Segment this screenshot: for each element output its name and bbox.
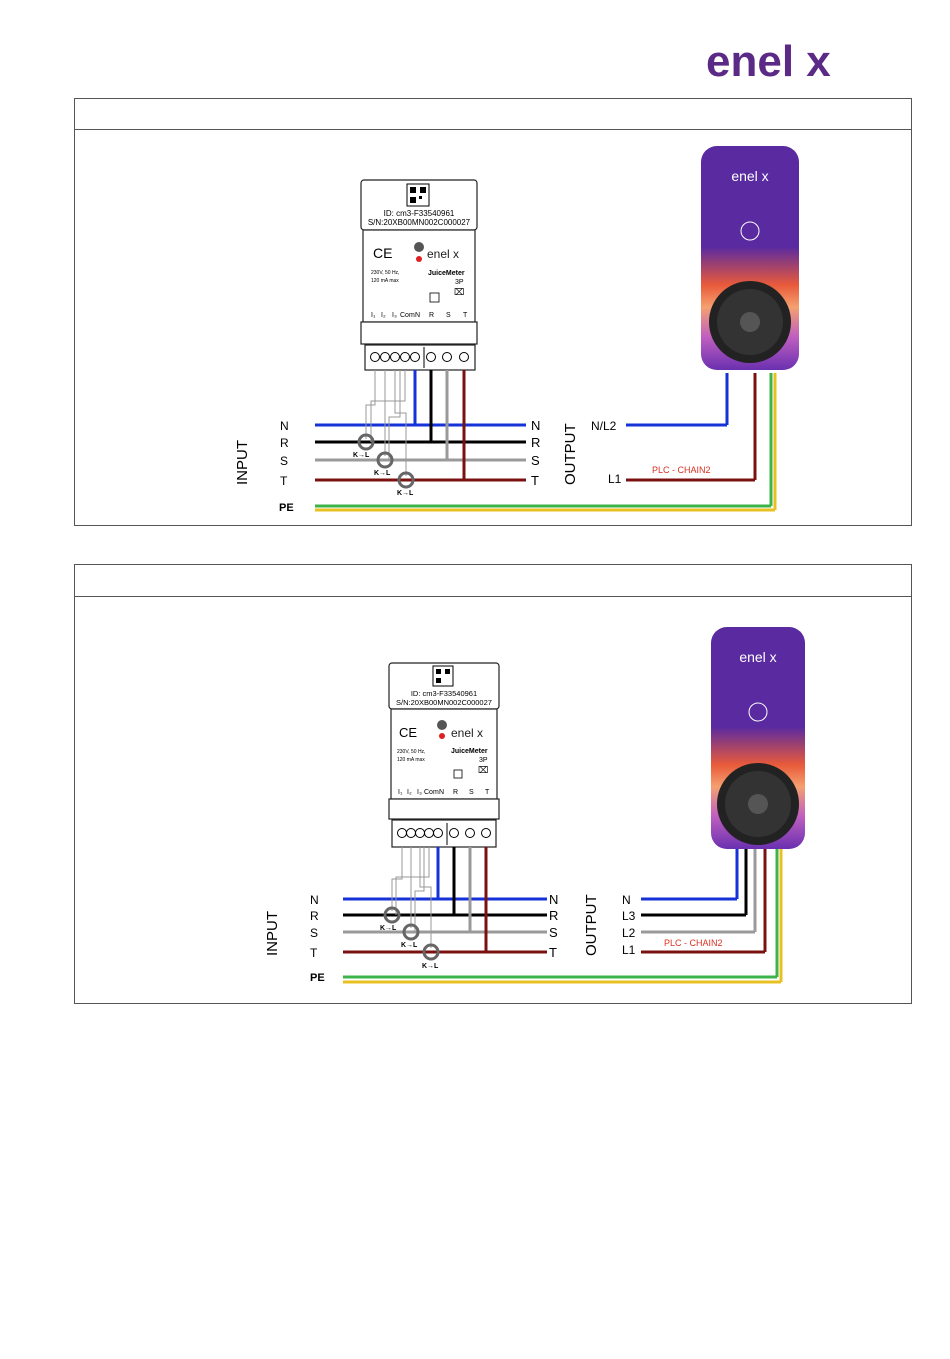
- input-label-n: N: [280, 419, 289, 433]
- current-transformer-s: [376, 451, 394, 469]
- terminal-label: R: [429, 312, 434, 319]
- terminal-label: I₃: [417, 789, 422, 796]
- output-label-r: R: [531, 435, 540, 450]
- meter-current: 120 mA max: [397, 757, 425, 763]
- terminal-label: I₁: [398, 789, 403, 796]
- weee-icon: ⌧: [478, 765, 488, 775]
- service-button-icon: [414, 242, 424, 252]
- meter-id: ID: cm3-F33540961: [411, 689, 477, 698]
- enel-x-logo: enel x: [706, 37, 876, 86]
- input-label-n: N: [310, 893, 319, 907]
- double-insulation-icon: [453, 769, 463, 779]
- wiring-diagram-1: ID: cm3-F33540961 S/N:20XB00MN002C000027…: [234, 146, 799, 514]
- current-transformer-t: [422, 943, 440, 961]
- rfid-icon: [740, 221, 760, 241]
- plc-chain2-label: PLC - CHAIN2: [652, 465, 711, 475]
- input-label-pe: PE: [310, 972, 325, 984]
- ct-direction-label: K→L: [422, 963, 439, 970]
- charger-label-l2: L2: [622, 926, 636, 940]
- meter-brand: enel x: [451, 726, 483, 740]
- led-indicator-icon: [416, 256, 422, 262]
- input-label-pe: PE: [279, 502, 294, 514]
- terminal-label: T: [463, 312, 468, 319]
- terminal-label: R: [453, 789, 458, 796]
- double-insulation-icon: [429, 292, 440, 303]
- phase-badge: 3P: [455, 279, 464, 286]
- terminal-label: T: [485, 789, 490, 796]
- rfid-icon: [748, 702, 768, 722]
- charger-label-l1: L1: [622, 943, 636, 957]
- wiring-panel-three-phase: ID: cm3-F33540961 S/N:20XB00MN002C000027…: [74, 564, 912, 1004]
- input-label-s: S: [280, 454, 288, 468]
- juicebox-charger: enel x: [701, 146, 799, 370]
- ct-direction-label: K→L: [353, 452, 370, 459]
- output-label-t: T: [549, 945, 557, 960]
- output-label-s: S: [549, 925, 558, 940]
- meter-model: JuiceMeter: [451, 748, 488, 755]
- current-transformer-r: [383, 906, 401, 924]
- current-transformer-t: [397, 471, 415, 489]
- charger-brand: enel x: [731, 168, 768, 184]
- output-label-t: T: [531, 473, 539, 488]
- wiring-panel-single-phase: ID: cm3-F33540961 S/N:20XB00MN002C000027…: [74, 98, 912, 526]
- ct-direction-label: K→L: [374, 470, 391, 477]
- terminal-label: I₂: [381, 312, 386, 319]
- juicebox-charger: enel x: [711, 627, 805, 849]
- output-group-label: OUTPUT: [583, 894, 600, 956]
- terminal-label: N: [439, 789, 444, 796]
- input-label-r: R: [280, 436, 289, 450]
- plc-chain2-label: PLC - CHAIN2: [664, 938, 723, 948]
- input-group-label: INPUT: [234, 440, 251, 485]
- juicemeter-device: ID: cm3-F33540961 S/N:20XB00MN002C000027…: [388, 662, 500, 848]
- input-label-t: T: [310, 946, 318, 960]
- panel-header: [75, 565, 911, 597]
- output-label-s: S: [531, 453, 540, 468]
- weee-icon: ⌧: [454, 287, 464, 297]
- juicemeter-device: ID: cm3-F33540961 S/N:20XB00MN002C000027…: [360, 179, 478, 371]
- meter-current: 120 mA max: [371, 278, 399, 284]
- output-label-n: N: [531, 418, 540, 433]
- ct-direction-label: K→L: [380, 925, 397, 932]
- phase-badge: 3P: [479, 757, 488, 764]
- meter-brand: enel x: [427, 247, 459, 261]
- terminal-label: S: [469, 789, 474, 796]
- input-group-label: INPUT: [264, 911, 281, 956]
- led-indicator-icon: [439, 733, 445, 739]
- meter-id: ID: cm3-F33540961: [384, 209, 455, 218]
- charger-label-l3: L3: [622, 909, 636, 923]
- terminal-label: N: [415, 312, 420, 319]
- meter-voltage: 230V, 50 Hz,: [397, 749, 425, 755]
- meter-sn: S/N:20XB00MN002C000027: [396, 698, 492, 707]
- terminal-label: I₁: [371, 312, 376, 319]
- terminal-label: I₃: [392, 312, 397, 319]
- input-label-t: T: [280, 474, 288, 488]
- terminal-label: I₂: [407, 789, 412, 796]
- meter-sn: S/N:20XB00MN002C000027: [368, 218, 471, 227]
- panel-header: [75, 99, 911, 130]
- terminal-label: S: [446, 312, 451, 319]
- meter-model: JuiceMeter: [428, 270, 465, 277]
- charger-label-nl2: N/L2: [591, 419, 617, 433]
- logo-text: enel x: [706, 38, 831, 86]
- wiring-diagram-2: ID: cm3-F33540961 S/N:20XB00MN002C000027…: [264, 627, 805, 984]
- ce-mark: CE: [373, 245, 392, 261]
- ce-mark: CE: [399, 725, 417, 740]
- input-label-s: S: [310, 926, 318, 940]
- charger-label-l1: L1: [608, 472, 622, 486]
- ct-direction-label: K→L: [397, 490, 414, 497]
- output-group-label: OUTPUT: [562, 423, 579, 485]
- ct-direction-label: K→L: [401, 942, 418, 949]
- terminal-label: Com: [400, 312, 415, 319]
- service-button-icon: [437, 720, 447, 730]
- output-label-n: N: [549, 892, 558, 907]
- current-transformer-r: [357, 433, 375, 451]
- terminal-label: Com: [424, 789, 439, 796]
- meter-voltage: 230V, 50 Hz,: [371, 270, 399, 276]
- output-label-r: R: [549, 908, 558, 923]
- input-label-r: R: [310, 909, 319, 923]
- current-transformer-s: [402, 923, 420, 941]
- charger-label-n: N: [622, 893, 631, 907]
- charger-brand: enel x: [739, 649, 776, 665]
